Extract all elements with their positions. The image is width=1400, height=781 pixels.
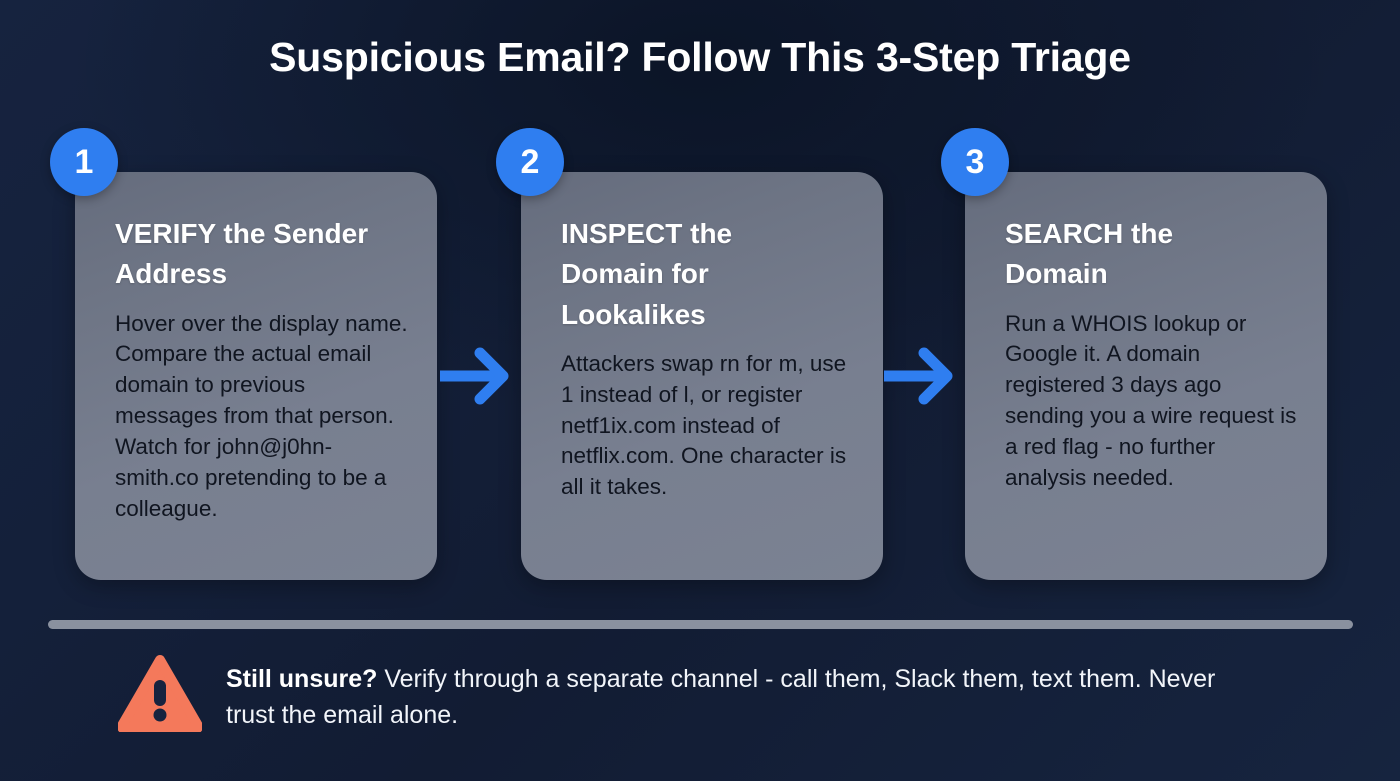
steps-container: VERIFY the Sender Address Hover over the…: [0, 172, 1400, 582]
step-card-2: INSPECT the Domain for Lookalikes Attack…: [521, 172, 883, 580]
warning-triangle-icon: [117, 654, 203, 734]
section-divider: [48, 620, 1353, 629]
step-number-badge-3: 3: [941, 128, 1009, 196]
page-title: Suspicious Email? Follow This 3-Step Tri…: [269, 34, 1131, 80]
step-number-badge-1: 1: [50, 128, 118, 196]
arrow-right-icon: [434, 345, 520, 407]
arrow-right-icon: [878, 345, 964, 407]
step-card-3-body: Run a WHOIS lookup or Google it. A domai…: [1005, 310, 1297, 490]
step-card-2-title: INSPECT the Domain for Lookalikes: [561, 218, 733, 330]
step-number-badge-2: 2: [496, 128, 564, 196]
step-card-3: SEARCH the Domain Run a WHOIS lookup or …: [965, 172, 1327, 580]
step-card-3-title: SEARCH the Domain: [1005, 218, 1174, 290]
footer-note: Still unsure? Verify through a separate …: [117, 652, 1298, 734]
step-card-1-title: VERIFY the Sender Address: [115, 218, 369, 290]
footer-lead: Still unsure?: [226, 665, 378, 693]
step-card-2-body: Attackers swap rn for m, use 1 instead o…: [561, 350, 847, 500]
footer-body: Verify through a separate channel - call…: [226, 665, 1216, 729]
footer-text: Still unsure? Verify through a separate …: [226, 652, 1256, 733]
step-card-1-body: Hover over the display name. Compare the…: [115, 310, 408, 521]
step-card-1: VERIFY the Sender Address Hover over the…: [75, 172, 437, 580]
